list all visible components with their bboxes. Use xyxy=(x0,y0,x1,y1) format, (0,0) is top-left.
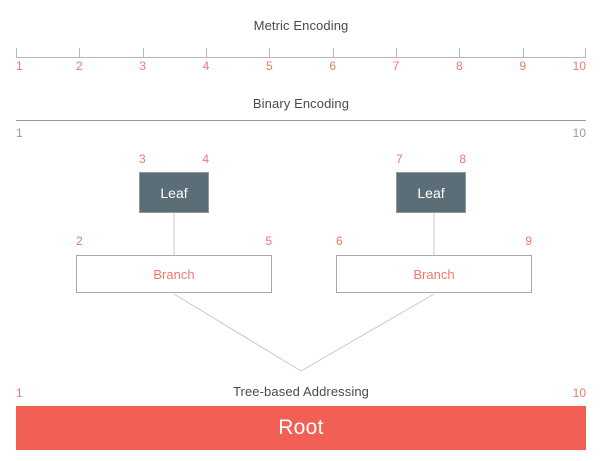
node-branch-right[interactable]: Branch xyxy=(336,255,532,293)
binary-encoding-title: Binary Encoding xyxy=(252,96,350,111)
binary-axis-line xyxy=(16,120,586,121)
leaf-right-num-start: 7 xyxy=(396,152,403,166)
metric-axis-tick xyxy=(16,48,17,57)
metric-axis-tick xyxy=(269,48,271,57)
node-leaf-left-label: Leaf xyxy=(160,184,188,201)
root-num-end: 10 xyxy=(572,386,586,400)
metric-axis-tick-label: 10 xyxy=(572,59,586,73)
node-branch-right-label: Branch xyxy=(413,266,455,282)
metric-axis-tick-label: 2 xyxy=(75,59,83,73)
metric-axis-tick-label: 9 xyxy=(519,59,526,73)
metric-axis-tick-label: 7 xyxy=(392,59,400,73)
node-branch-left[interactable]: Branch xyxy=(76,255,272,293)
metric-axis-tick-label: 3 xyxy=(139,59,146,73)
binary-axis-label-start: 1 xyxy=(16,126,23,140)
metric-axis-tick-label: 1 xyxy=(16,59,23,73)
metric-axis-tick xyxy=(142,48,144,57)
metric-axis xyxy=(16,48,586,58)
branch-right-num-end: 9 xyxy=(525,234,532,248)
node-root[interactable]: Root xyxy=(16,406,586,450)
tree-addressing-title: Tree-based Addressing xyxy=(232,384,370,399)
metric-axis-tick xyxy=(522,48,524,57)
metric-axis-tick-label: 4 xyxy=(202,59,210,73)
metric-axis-tick xyxy=(585,48,586,57)
metric-axis-line xyxy=(16,57,586,58)
metric-axis-tick xyxy=(79,48,81,57)
metric-axis-tick xyxy=(396,48,397,57)
metric-axis-tick xyxy=(459,48,461,57)
node-leaf-right-label: Leaf xyxy=(417,184,445,201)
binary-axis-label-end: 10 xyxy=(572,126,586,140)
metric-axis-tick-label: 8 xyxy=(455,59,463,73)
connector-branch-left-to-root xyxy=(173,293,302,372)
metric-axis-tick-label: 6 xyxy=(329,59,336,73)
connector-branch-right-to-root xyxy=(300,293,435,372)
node-leaf-right[interactable]: Leaf xyxy=(396,172,466,213)
node-leaf-left[interactable]: Leaf xyxy=(139,172,209,213)
branch-right-num-start: 6 xyxy=(336,234,343,248)
metric-axis-tick-label: 5 xyxy=(265,59,273,73)
root-num-start: 1 xyxy=(16,386,23,400)
leaf-left-num-start: 3 xyxy=(139,152,146,166)
metric-axis-tick xyxy=(206,48,207,57)
metric-encoding-title: Metric Encoding xyxy=(253,18,349,33)
metric-axis-tick xyxy=(332,48,334,57)
metric-axis-tick-labels: 1 2 3 4 5 6 7 8 9 10 xyxy=(0,59,602,75)
branch-left-num-start: 2 xyxy=(76,234,83,248)
node-branch-left-label: Branch xyxy=(153,266,195,282)
leaf-right-num-end: 8 xyxy=(459,152,466,166)
leaf-left-num-end: 4 xyxy=(202,152,209,166)
node-root-label: Root xyxy=(278,416,324,439)
branch-left-num-end: 5 xyxy=(265,234,272,248)
